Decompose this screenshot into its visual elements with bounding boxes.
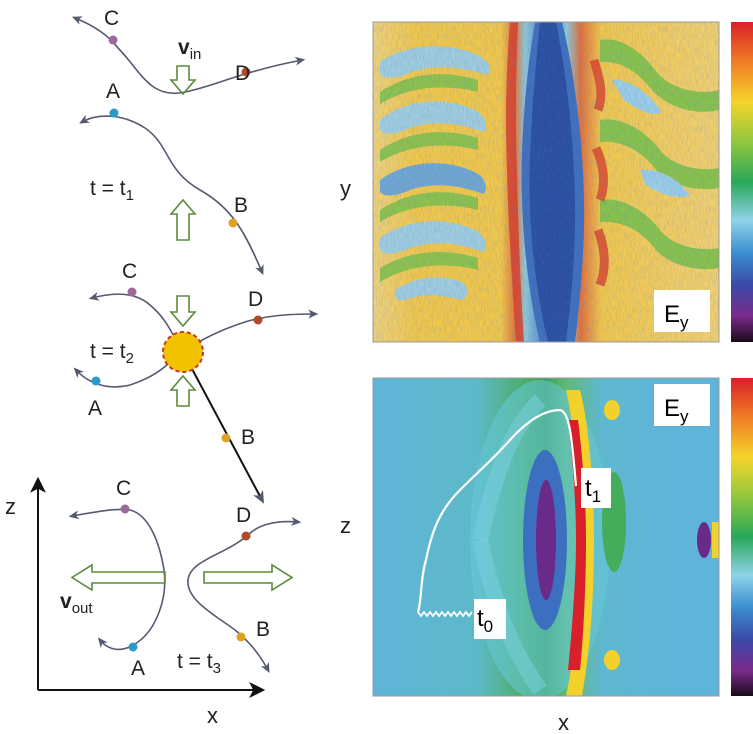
label-d: D: [235, 62, 250, 85]
x-axis-label: x: [207, 703, 218, 728]
label-b2: B: [241, 426, 255, 449]
time-label-1: t = t1: [90, 177, 134, 204]
label-d2: D: [248, 288, 263, 311]
field-line-b2: [182, 351, 264, 504]
inflow-arrow-1b: [169, 198, 197, 241]
top-field-map: Ey y: [340, 21, 753, 343]
x-point: [162, 331, 204, 373]
label-b3: B: [256, 618, 270, 641]
outflow-arrow-left: [70, 563, 166, 592]
label-a3: A: [131, 657, 145, 680]
t0-marker: t0: [474, 599, 506, 639]
x-axis-label-right: x: [558, 710, 569, 734]
time-label-3: t = t3: [177, 650, 221, 677]
point-c2: [127, 287, 137, 297]
z-axis-label-right: z: [340, 513, 351, 538]
e-y-text-top: Ey: [664, 301, 689, 332]
v-out-label: vout: [60, 590, 93, 617]
label-d3: D: [236, 504, 251, 527]
label-c3: C: [116, 477, 131, 500]
t1-label: t1: [585, 475, 601, 506]
particle-trajectory: [416, 408, 578, 613]
point-d2: [253, 315, 263, 325]
inflow-arrow-2-bottom: [169, 374, 197, 407]
field-line-db3: [187, 516, 302, 673]
point-d3: [241, 531, 251, 541]
panel-2-reconnection: C D A B t = t2: [73, 260, 319, 504]
v-in-label: vin: [178, 36, 201, 63]
panel-1-inflow: C D vin A B t = t1: [71, 7, 306, 276]
point-b2: [221, 433, 231, 443]
point-c: [108, 35, 118, 45]
inflow-arrow-2-top: [169, 295, 197, 328]
field-line-ca3: [68, 508, 166, 651]
point-b: [228, 218, 238, 228]
point-c3: [120, 504, 130, 514]
trajectory-wiggle: [417, 610, 473, 618]
t1-marker: t1: [581, 468, 611, 508]
label-c: C: [104, 7, 119, 30]
colorbar-top: [731, 22, 753, 342]
coordinate-axes: z x: [5, 476, 266, 728]
point-a2: [91, 376, 101, 386]
point-a3: [128, 642, 138, 652]
point-b3: [236, 632, 246, 642]
label-c2: C: [122, 260, 137, 283]
field-line-cd: [71, 16, 306, 95]
inflow-arrow-1: [169, 65, 197, 96]
label-b: B: [234, 194, 248, 217]
label-a2: A: [88, 397, 102, 420]
colorbar-bottom: [731, 378, 753, 696]
field-line-ab: [79, 114, 264, 276]
point-a: [109, 108, 119, 118]
bottom-field-map: t1 t0 Ey z x: [340, 377, 753, 734]
e-y-label-top: Ey: [654, 290, 710, 332]
time-label-2: t = t2: [90, 340, 134, 367]
t0-label: t0: [477, 605, 493, 636]
e-y-label-bottom: Ey: [654, 384, 710, 426]
y-axis-label: y: [340, 176, 351, 201]
label-a: A: [106, 80, 120, 103]
panel-3-outflow: C A D B vout t = t3: [60, 477, 302, 680]
e-y-text-bottom: Ey: [664, 395, 689, 426]
point-d: [241, 67, 251, 77]
outflow-arrow-right: [203, 563, 294, 592]
z-axis-label: z: [5, 494, 16, 519]
